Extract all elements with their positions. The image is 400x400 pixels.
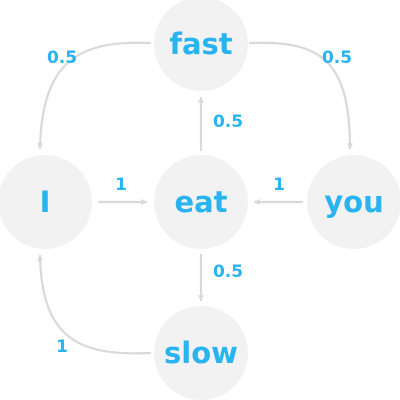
node-you: you — [307, 155, 400, 249]
edges — [37, 41, 353, 355]
edge-weights: 0.5 0.5 0.5 1 1 0.5 1 — [47, 48, 352, 357]
weight-fast-to-you: 0.5 — [322, 48, 352, 68]
node-slow: slow — [154, 306, 248, 400]
node-eat-circle — [154, 155, 248, 249]
edge-slow-to-i — [37, 254, 152, 355]
node-eat-label: eat — [174, 185, 227, 219]
weight-i-to-eat: 1 — [115, 175, 127, 195]
node-slow-circle — [154, 306, 248, 400]
node-eat: eat — [154, 155, 248, 249]
node-slow-label: slow — [164, 336, 238, 370]
edge-fast-to-i — [37, 41, 152, 150]
node-fast: fast — [154, 0, 248, 91]
weight-fast-to-i: 0.5 — [47, 48, 77, 68]
weight-eat-to-slow: 0.5 — [213, 262, 243, 282]
node-you-circle — [307, 155, 400, 249]
weight-you-to-eat: 1 — [273, 175, 285, 195]
node-you-label: you — [324, 185, 383, 219]
node-fast-circle — [154, 0, 248, 91]
edge-fast-to-you — [248, 41, 353, 150]
node-i-label: I — [40, 185, 51, 219]
node-fast-label: fast — [169, 27, 232, 61]
weight-slow-to-i: 1 — [56, 337, 68, 357]
node-i-circle — [0, 155, 92, 249]
node-i: I — [0, 155, 92, 249]
weight-eat-to-fast: 0.5 — [213, 112, 243, 132]
